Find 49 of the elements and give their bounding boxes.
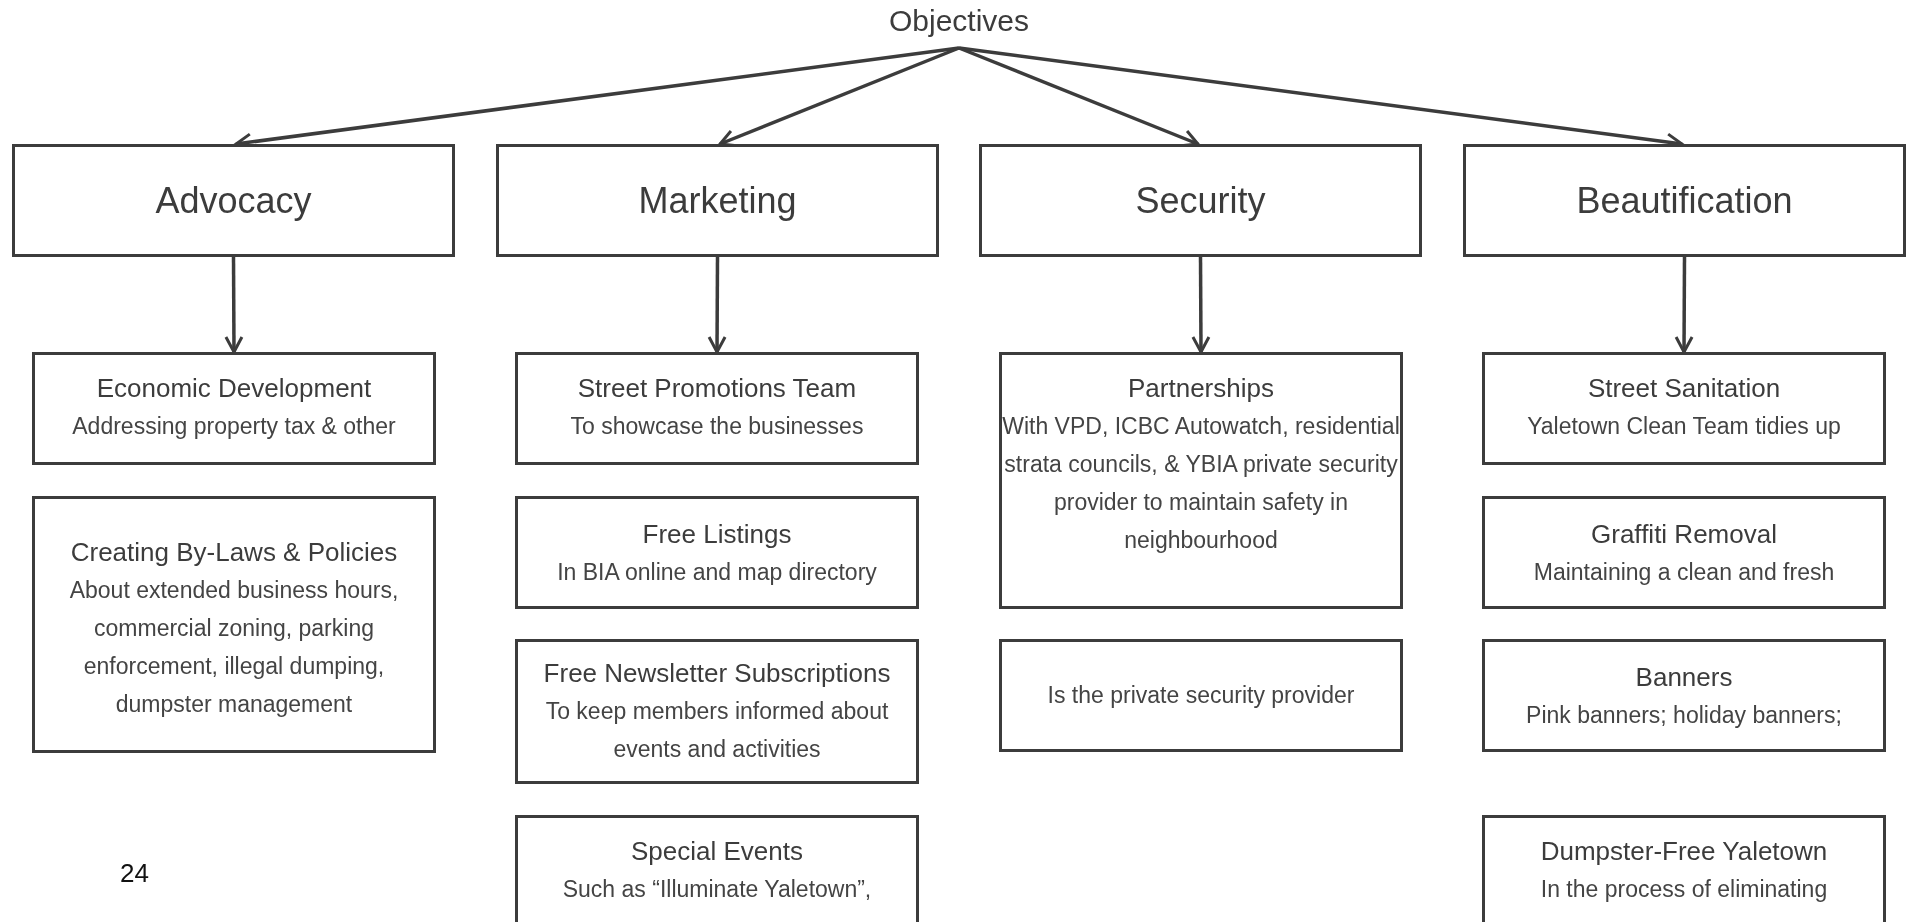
category-title: Security	[1135, 179, 1266, 222]
item-heading: Special Events	[631, 835, 803, 868]
item-heading: Graffiti Removal	[1591, 518, 1777, 551]
page-number: 24	[120, 858, 149, 889]
item-box	[515, 639, 919, 784]
item-description: To keep members informed about events and activities	[544, 697, 890, 764]
item-box	[32, 352, 436, 465]
item-description: Maintaining a clean and fresh	[1533, 558, 1835, 587]
item-description: In BIA online and map directory	[557, 558, 877, 587]
item-heading: Partnerships	[1128, 372, 1274, 405]
arrow	[707, 257, 727, 354]
item-heading: Creating By-Laws & Policies	[70, 536, 398, 569]
item-description: Such as “Illuminate Yaletown”,	[562, 875, 872, 904]
category-title: Marketing	[638, 179, 797, 222]
category-title: Beautification	[1576, 179, 1793, 222]
item-box	[1482, 815, 1886, 922]
item-box	[515, 815, 919, 922]
item-description: Is the private security provider	[1047, 681, 1355, 710]
item-box	[515, 352, 919, 465]
item-heading: Dumpster-Free Yaletown	[1540, 835, 1828, 868]
item-heading: Free Listings	[642, 518, 792, 551]
category-box	[979, 144, 1422, 257]
arrow	[1674, 257, 1694, 354]
item-description: Yaletown Clean Team tidies up	[1527, 412, 1841, 441]
arrow	[1191, 257, 1211, 354]
item-box	[1482, 496, 1886, 609]
category-title: Advocacy	[155, 179, 312, 222]
category-box	[496, 144, 939, 257]
item-box	[999, 639, 1403, 752]
item-heading: Street Sanitation	[1587, 372, 1781, 405]
item-heading: Economic Development	[96, 372, 372, 405]
item-description: Pink banners; holiday banners;	[1526, 701, 1842, 730]
item-box	[515, 496, 919, 609]
item-heading: Street Promotions Team	[577, 372, 857, 405]
item-description: To showcase the businesses	[570, 412, 864, 441]
arrow	[224, 257, 244, 354]
heading-text: Objectives	[859, 4, 1059, 44]
item-description: About extended business hours, commercial zoning, parking enforcement, illegal dumping, dumpster management	[68, 576, 400, 719]
item-box	[1482, 639, 1886, 752]
item-box	[1482, 352, 1886, 465]
item-box	[32, 496, 436, 753]
category-box	[12, 144, 455, 257]
item-box	[999, 352, 1403, 609]
item-heading: Banners	[1635, 661, 1733, 694]
item-heading: Free Newsletter Subscriptions	[543, 657, 891, 690]
category-box	[1463, 144, 1906, 257]
item-description: Addressing property tax & other	[72, 412, 396, 441]
item-description: With VPD, ICBC Autowatch, residential strata councils, & YBIA private security provider to maintain safety in neighbourhood	[1002, 412, 1400, 555]
item-description: In the process of eliminating	[1540, 875, 1828, 904]
